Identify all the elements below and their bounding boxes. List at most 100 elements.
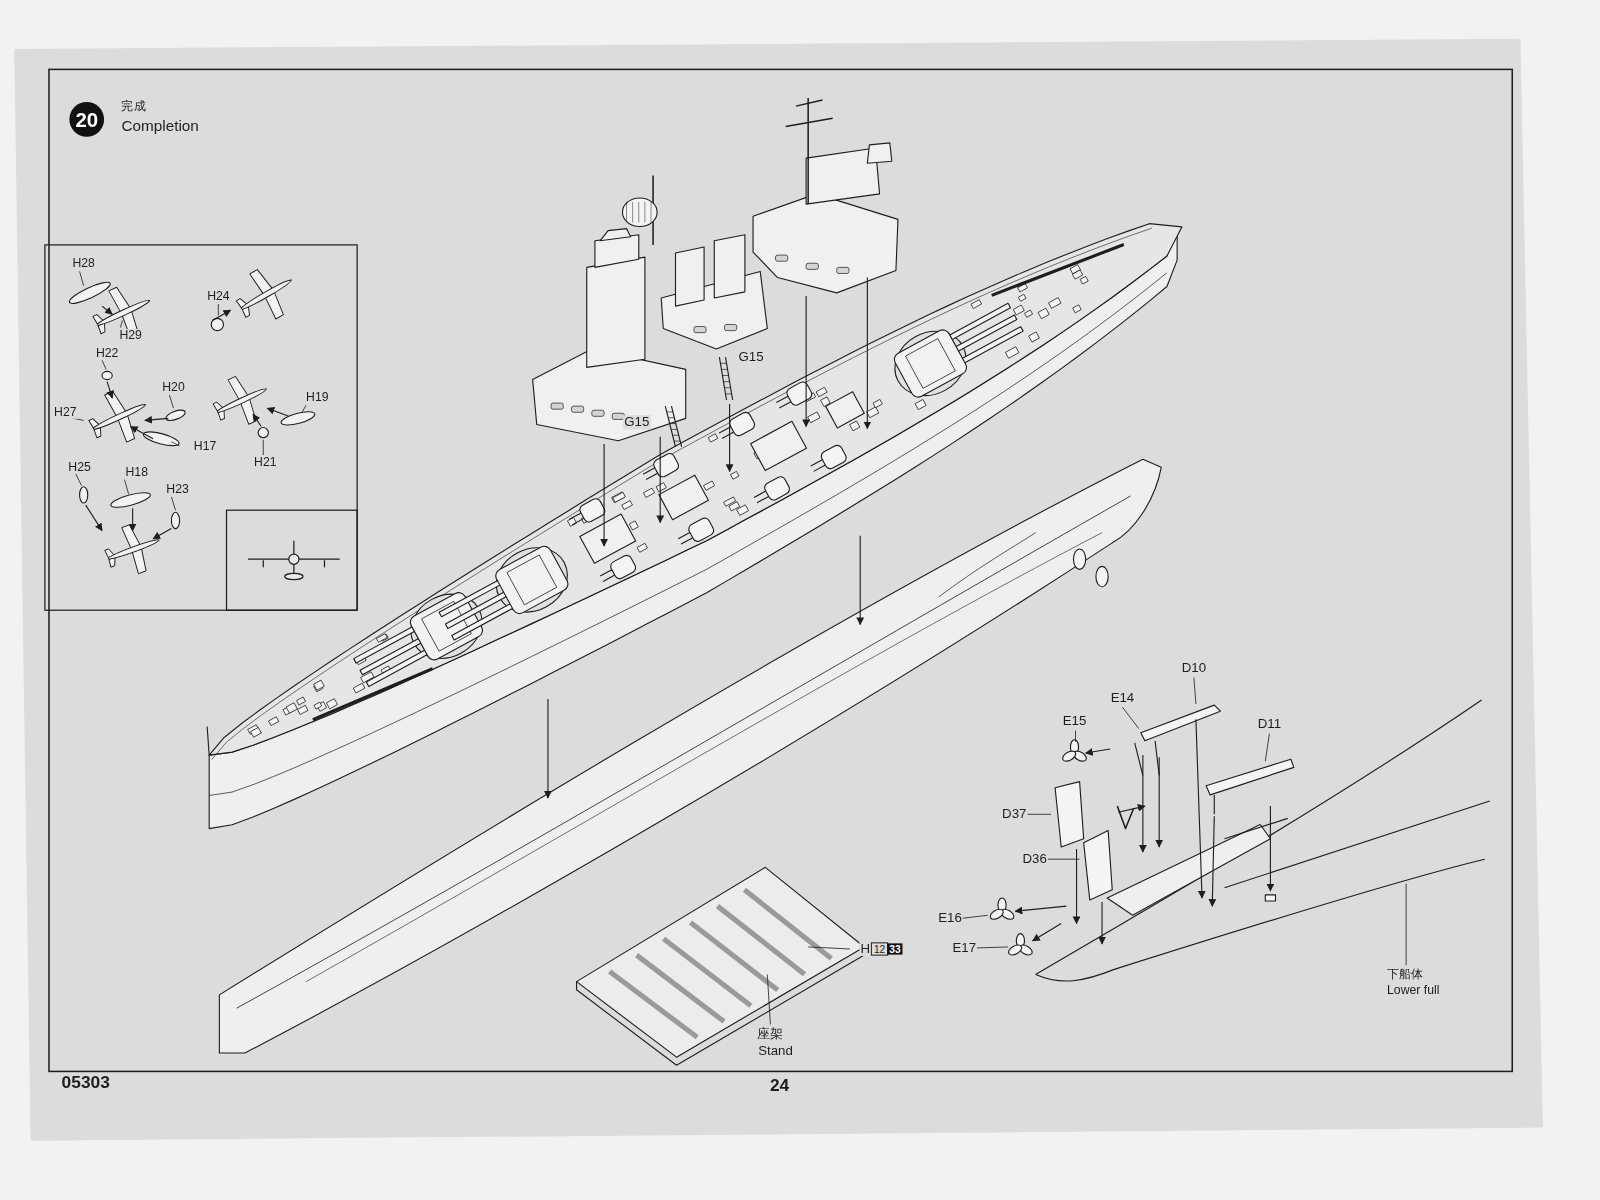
part-number: H19	[305, 391, 330, 404]
inset-frame	[227, 510, 358, 610]
deck-fitting	[816, 387, 827, 396]
part-number: H24	[206, 290, 231, 303]
ladder-rung	[724, 387, 730, 388]
forward-tower	[587, 257, 645, 367]
leader-line	[102, 360, 106, 369]
secondary-mount	[751, 475, 791, 508]
assembly-arrow	[267, 408, 288, 416]
leader-line	[1265, 734, 1269, 762]
deck-fitting	[286, 703, 297, 714]
porthole	[837, 267, 849, 273]
deck-fitting	[637, 543, 647, 552]
ship-drawing	[63, 98, 1490, 1065]
fuselage	[289, 554, 299, 564]
assembly-arrow	[660, 437, 661, 523]
porthole	[806, 263, 818, 269]
stand-cradle	[664, 939, 751, 1006]
floatplane	[207, 367, 277, 435]
floatplane	[228, 257, 304, 331]
deck-fitting	[708, 434, 718, 442]
assembly-arrow	[102, 306, 112, 314]
part-number: E15	[1062, 714, 1088, 729]
assembly-arrow	[1086, 749, 1110, 753]
assembly-arrow	[1101, 902, 1102, 944]
deck-fitting	[730, 471, 739, 479]
part-number: E16	[937, 911, 963, 926]
deck-fitting	[850, 421, 860, 431]
mount-barrel	[811, 460, 823, 466]
propeller	[1073, 549, 1085, 569]
mount-barrel	[779, 402, 791, 408]
stand-cradle	[637, 955, 724, 1021]
ladder-part	[665, 406, 681, 447]
propeller-shaft	[1206, 759, 1294, 795]
funnel	[714, 235, 745, 298]
deck-fitting	[622, 501, 633, 510]
ladder-rung	[668, 417, 674, 418]
porthole	[592, 410, 604, 416]
small-part	[280, 409, 316, 428]
mount-barrel	[757, 496, 769, 502]
radar-grid	[632, 202, 633, 222]
ladder-rung	[720, 363, 726, 364]
assembly-arrow	[1212, 816, 1214, 906]
assembly-arrow	[860, 536, 861, 625]
deck-fitting	[1038, 308, 1049, 318]
porthole	[571, 406, 583, 412]
ladder-rung	[673, 435, 679, 436]
part-number: H21	[253, 456, 278, 469]
part-number: H23	[165, 483, 190, 496]
assembly-arrow	[1033, 923, 1062, 940]
ladder-rail	[726, 357, 733, 400]
deck-fitting	[1013, 305, 1024, 315]
part-number: H29	[118, 329, 143, 342]
assembly-arrow	[131, 427, 153, 439]
part-number: G15	[623, 415, 650, 430]
mount-barrel	[646, 473, 658, 479]
deck-fitting	[643, 488, 654, 497]
radar-grid	[638, 202, 639, 222]
deck-fitting	[353, 683, 365, 693]
small-part	[67, 279, 112, 307]
leader-line	[218, 304, 219, 315]
leader-line	[961, 915, 988, 918]
radar-grid	[651, 202, 652, 222]
part-number: H27	[53, 406, 78, 419]
plane-fuselage	[97, 298, 151, 327]
secondary-mount	[773, 380, 813, 413]
floatplane	[99, 517, 167, 582]
step-title: Completion	[120, 118, 199, 135]
assembly-arrow	[253, 414, 261, 426]
mount-barrel	[814, 465, 826, 471]
propeller	[1007, 934, 1034, 957]
small-part	[1265, 895, 1275, 901]
mount-barrel	[600, 570, 612, 576]
secondary-mount	[808, 444, 848, 477]
yardarm	[786, 118, 833, 126]
deck-fitting	[314, 702, 322, 709]
porthole	[694, 327, 706, 333]
part-number: E14	[1110, 691, 1136, 706]
leader-line	[808, 947, 850, 949]
ladder-rung	[671, 429, 677, 430]
front-view-plane	[248, 541, 340, 580]
deck-fitting	[1025, 310, 1033, 317]
sprue-number: 12	[871, 942, 888, 955]
hull-fragment	[1036, 700, 1482, 974]
step-number: 20	[75, 108, 98, 131]
deck-fitting	[808, 412, 821, 423]
porthole	[724, 324, 736, 330]
assembly-arrow	[1159, 757, 1160, 847]
jack-staff	[207, 727, 209, 756]
plane-fuselage	[108, 538, 160, 561]
gun-barrel	[366, 649, 429, 686]
propeller	[989, 898, 1016, 921]
turret-roof	[906, 339, 956, 389]
strut	[263, 560, 264, 567]
stand-cradle	[744, 890, 831, 959]
part-number: H18	[124, 466, 149, 479]
part-number: G15	[737, 350, 764, 365]
deck-fitting	[1018, 294, 1026, 301]
hull-fragment	[1224, 801, 1489, 888]
assembly-arrow	[806, 296, 807, 427]
